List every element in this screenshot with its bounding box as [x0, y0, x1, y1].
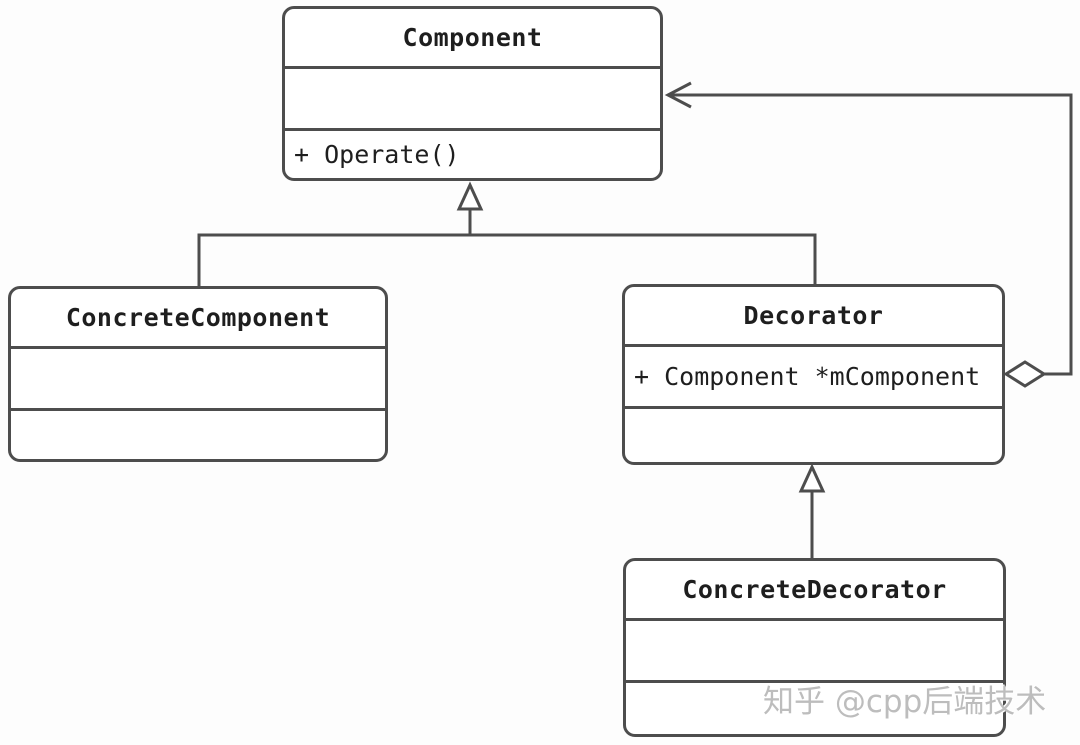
- aggregation-connector: [664, 81, 1073, 388]
- uml-class-concrete-component: ConcreteComponent: [8, 286, 388, 462]
- class-methods: [11, 408, 385, 459]
- class-name: Component: [402, 23, 543, 52]
- uml-class-component: Component + Operate(): [282, 6, 663, 181]
- hollow-triangle-arrowhead-icon: [798, 463, 826, 493]
- class-methods: [625, 406, 1002, 462]
- open-arrowhead-icon: [664, 81, 692, 109]
- hollow-triangle-arrowhead-icon: [456, 181, 484, 211]
- uml-class-concrete-decorator: ConcreteDecorator: [623, 558, 1006, 737]
- class-name: Decorator: [743, 301, 884, 330]
- class-name: ConcreteDecorator: [682, 575, 947, 604]
- class-methods: [626, 680, 1003, 734]
- class-methods: + Operate(): [285, 128, 660, 178]
- inheritance-connector-to-component: [197, 181, 817, 286]
- zhihu-watermark: 知乎 @cpp后端技术: [763, 684, 1047, 720]
- class-attributes: + Component *mComponent: [625, 344, 1002, 406]
- class-attributes: [285, 66, 660, 128]
- uml-class-decorator: Decorator + Component *mComponent: [622, 284, 1005, 465]
- class-name: ConcreteComponent: [65, 303, 331, 332]
- class-attributes: [11, 346, 385, 408]
- hollow-diamond-icon: [1003, 360, 1047, 388]
- class-attributes: [626, 618, 1003, 680]
- inheritance-connector-to-decorator: [798, 463, 826, 558]
